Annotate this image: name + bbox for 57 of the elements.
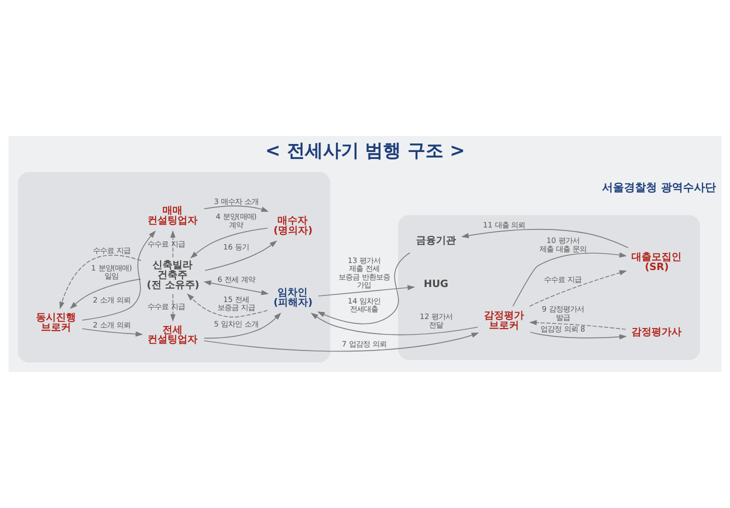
edge-label: 수수료 지급 [92, 246, 130, 255]
arrow [529, 320, 626, 330]
edge-label: 수수료 지급 [148, 302, 185, 312]
edge-label: 3 매수자 소개 [214, 197, 258, 206]
edge-label: 15 전세 보증금 지급 [218, 294, 255, 312]
node-text: 감정평가사 [632, 326, 682, 338]
edge-label: 10 평가서 제출 대출 문의 [540, 236, 586, 254]
arrow [190, 228, 268, 258]
arrow [318, 285, 416, 296]
arrow [204, 312, 282, 339]
edge-label: 14 임차인 전세대출 [348, 296, 381, 314]
cluster [398, 215, 700, 360]
edge-label: 업감정 의뢰 8 [540, 324, 586, 334]
edge-label: 수수료 지급 [148, 239, 185, 248]
diagram-title: < 전세사기 범행 구조 > [265, 140, 466, 162]
arrow [204, 240, 278, 271]
arrow [512, 252, 627, 307]
edge-label: 16 등기 [223, 242, 250, 252]
node-text: 대출모집인 (SR) [632, 252, 682, 273]
node-text: HUG [424, 278, 448, 290]
node-text: 매매 컨설팅업자 [148, 206, 198, 226]
arrow [461, 228, 629, 248]
arrow [70, 278, 142, 309]
node-text: 임차인 (피해자) [274, 287, 313, 308]
label: 서울경찰청 광역수사단 [602, 180, 716, 194]
edge-label: 13 평가서 제출 전세 보증금 반환보증 가입 [338, 256, 390, 290]
arrow [317, 252, 410, 324]
edge-label: 11 대출 의뢰 [483, 220, 526, 230]
node-text: 감정평가 브로커 [484, 310, 524, 332]
edge-label: 2 소개 의뢰 [92, 296, 130, 305]
arrow [530, 332, 627, 340]
edge-label: 1 분양(매매) 일임 [91, 263, 132, 281]
edge-label: 7 업감정 의뢰 [342, 339, 386, 348]
arrow [529, 270, 627, 307]
edge-label: 2 소개 의뢰 [92, 320, 130, 330]
arrow [82, 328, 144, 337]
edge-label: 9 감정평가서 발급 [542, 304, 584, 322]
edge-label: 12 평가서 전달 [420, 312, 453, 330]
edge-label: 5 임차인 소개 [214, 320, 258, 329]
edge-label: 수수료 지급 [544, 274, 582, 284]
edge-label: 4 분양(매매) 계약 [216, 212, 257, 230]
node-text: 동시진행 브로커 [36, 312, 76, 334]
edge-label: 6 전세 계약 [218, 274, 255, 284]
arrow [82, 230, 156, 321]
cluster [18, 172, 330, 362]
arrow [170, 230, 176, 258]
node-text: 금융기관 [416, 236, 456, 247]
arrow [204, 206, 269, 212]
node-text: 전세 컨설팅업자 [148, 324, 198, 346]
node-text: 매수자 (명의자) [274, 215, 313, 236]
arrow [310, 312, 478, 336]
arrow [170, 294, 176, 322]
arrow [204, 280, 269, 296]
arrow [186, 293, 268, 318]
node-text: 신축빌라 건축주 (전 소유주) [146, 260, 200, 292]
arrow [59, 254, 142, 310]
arrow [204, 332, 480, 352]
